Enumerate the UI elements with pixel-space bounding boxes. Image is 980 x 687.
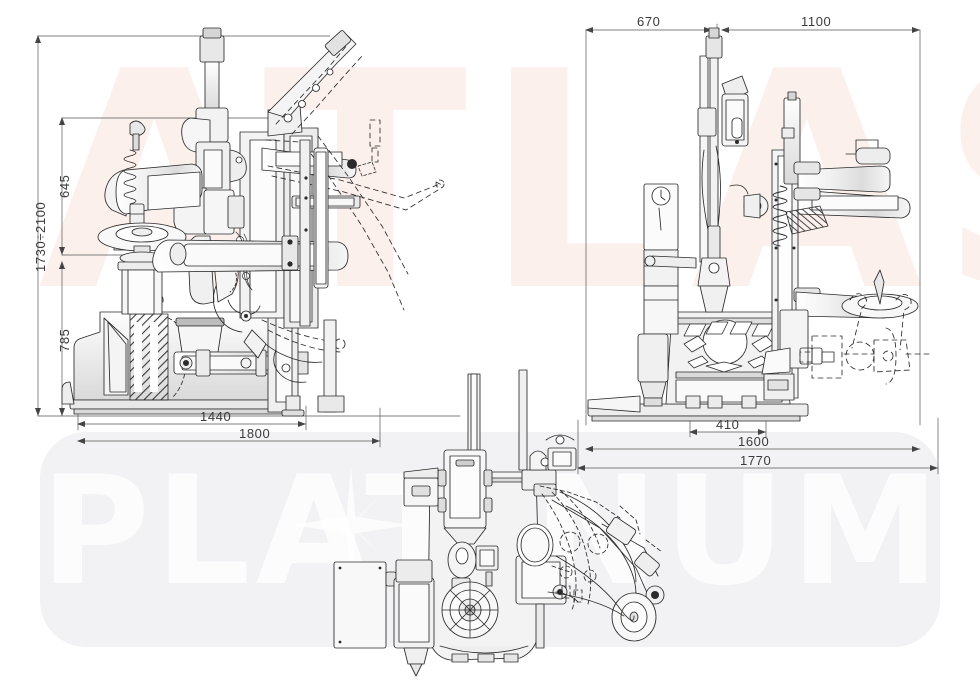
dim-overall-length: 1800	[239, 426, 271, 441]
dim-frame-width: 1600	[738, 434, 770, 449]
dim-left-span: 670	[637, 14, 661, 29]
dim-right-span: 1100	[801, 14, 832, 29]
bottom-machine-plan-view	[333, 369, 665, 677]
dim-total-height: 1730÷2100	[33, 201, 48, 272]
dim-upper-height: 645	[57, 174, 72, 199]
right-view-dimension-lines	[577, 23, 939, 475]
right-machine-front-view	[587, 27, 931, 422]
dim-body-length: 1440	[200, 409, 232, 424]
dim-base-width: 410	[716, 417, 740, 432]
left-machine-side-view: 0	[61, 27, 445, 417]
dim-overall-width: 1770	[740, 453, 772, 468]
left-view-dimension-lines	[35, 35, 461, 448]
dim-lower-height: 785	[57, 328, 72, 353]
